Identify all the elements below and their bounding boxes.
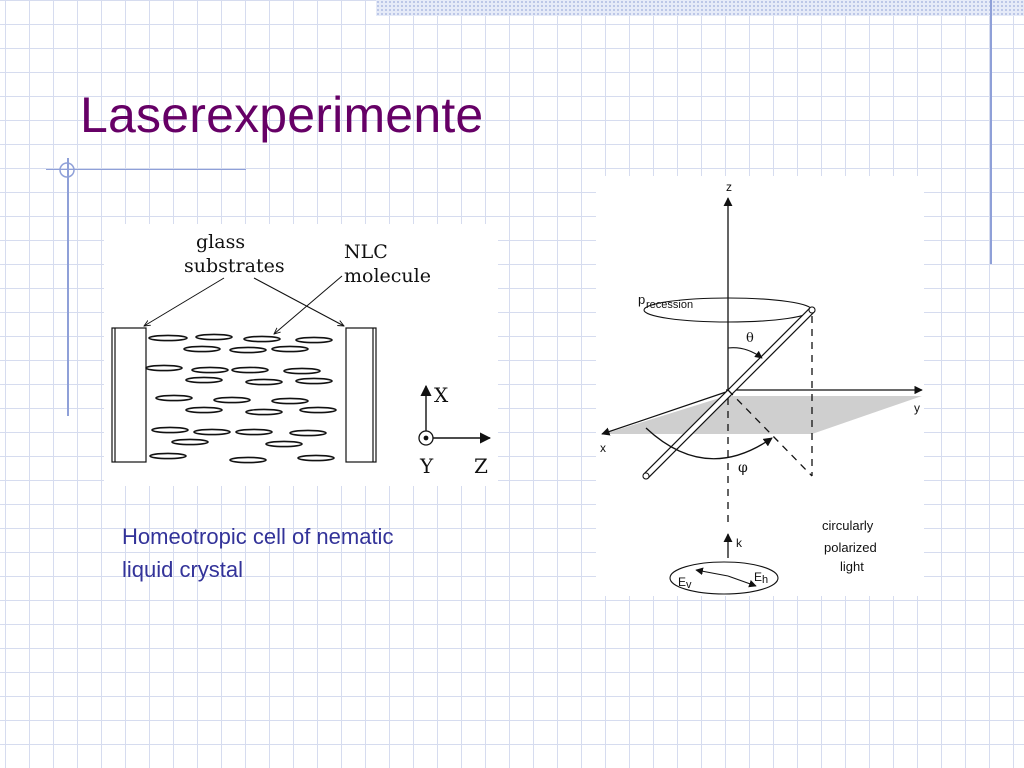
- glass-label: glass: [196, 231, 245, 253]
- theta-arc: [727, 347, 763, 359]
- nlc-arrow: [274, 275, 343, 334]
- nlc-label: NLC: [344, 241, 388, 263]
- y-label: y: [914, 401, 920, 415]
- light-label-3: light: [840, 559, 864, 574]
- top-decorative-band: [376, 0, 1024, 16]
- ev-label-sub: v: [686, 579, 692, 591]
- glass-arrow-left: [144, 277, 225, 326]
- precession-label-p: p: [638, 292, 645, 307]
- slide-title: Laserexperimente: [80, 87, 484, 143]
- diagram-caption: Homeotropic cell of nematic liquid cryst…: [122, 520, 502, 586]
- glass-arrow-right: [253, 277, 344, 326]
- ev-label-e: E: [678, 575, 686, 589]
- light-label-2: polarized: [824, 540, 877, 555]
- right-glass-substrate: [345, 327, 377, 463]
- molecule-label: molecule: [344, 265, 431, 287]
- phi-label: φ: [738, 460, 748, 476]
- eh-label-sub: h: [762, 574, 768, 586]
- left-accent-line: [67, 158, 69, 416]
- phi-arc: [645, 427, 773, 460]
- eh-label-e: E: [754, 570, 762, 584]
- eh-arrow: [727, 575, 757, 588]
- axis-x-label: X: [434, 383, 449, 407]
- substrates-label: substrates: [184, 255, 285, 277]
- precession-diagram: θ φ z y x p recession k E v E h circular…: [596, 176, 924, 596]
- shaded-plane: [604, 396, 922, 434]
- caption-line-2: liquid crystal: [122, 557, 244, 582]
- homeotropic-cell-diagram: glass substrates NLC molecule: [104, 224, 498, 486]
- precession-label-rest: recession: [646, 299, 693, 311]
- light-label-1: circularly: [822, 518, 874, 533]
- theta-label: θ: [746, 331, 754, 346]
- crosshair-icon: [59, 162, 75, 178]
- k-label: k: [736, 536, 743, 550]
- axis-z-label: Z: [474, 454, 488, 478]
- x-axis: [601, 391, 727, 436]
- right-accent-line: [990, 0, 992, 264]
- z-label: z: [726, 180, 732, 194]
- title-underline: [46, 169, 246, 170]
- nlc-molecules: [145, 333, 337, 464]
- axis-y-label: Y: [419, 454, 434, 478]
- polarization-ellipse: [669, 561, 779, 595]
- x-label: x: [600, 441, 606, 455]
- ev-arrow: [695, 567, 729, 577]
- caption-line-1: Homeotropic cell of nematic: [122, 524, 394, 549]
- left-glass-substrate: [111, 327, 147, 463]
